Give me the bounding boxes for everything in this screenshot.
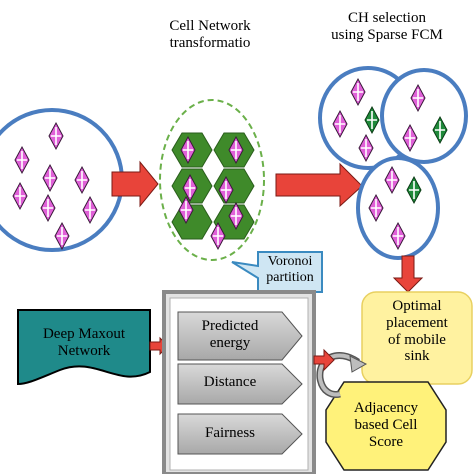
fairness-label: Fairness [205,425,255,441]
optimal-placement-label: Optimal placement of mobile sink [366,298,468,365]
optimal-label-line4: sink [404,348,430,365]
deep-maxout-label-line1: Deep Maxout [42,326,126,342]
cell-network-label: Cell Network transformatio [140,18,280,52]
distance-label: Distance [203,374,257,390]
voronoi-callout [231,251,323,293]
adjacency-label-line2: based Cell [354,416,418,433]
predicted-energy-label: Predicted energy [178,318,282,352]
predicted-energy-label-line2: energy [209,334,251,351]
arrow-to-adjacency [313,348,335,372]
ch-selection-label: CH selection using Sparse FCM [302,10,472,44]
voronoi-label-line2: partition [266,269,314,285]
voronoi-label-line1: Voronoi [267,254,313,269]
ch-selection-label-line2: using Sparse FCM [331,26,443,43]
sensor-network-cluster [0,108,124,252]
cell-network-label-line2: transformatio [169,34,251,51]
curved-return-arrow-icon [316,351,368,398]
optimal-label-line1: Optimal [392,298,442,314]
arrow-to-cell-network [111,160,159,208]
predicted-energy-label-line1: Predicted [201,318,259,334]
deep-maxout-label-line2: Network [57,342,111,359]
score-factors-panel [162,290,316,474]
ch-selection-label-line1: CH selection [348,10,426,26]
adjacency-score-octagon [325,381,447,471]
arrow-down-to-optimal [392,255,424,293]
optimal-label-line3: of mobile [388,331,446,348]
optimal-label-line2: placement [386,314,448,331]
cell-network-label-line1: Cell Network [169,18,251,34]
ch-selection-clusters [318,66,468,260]
adjacency-label-line3: Score [368,433,404,450]
deep-maxout-panel [17,309,151,386]
adjacency-label-line1: Adjacency [353,400,419,416]
arrow-to-ch-selection [275,162,363,208]
cell-network-cluster [159,99,265,261]
voronoi-label: Voronoi partition [258,254,322,285]
adjacency-label: Adjacency based Cell Score [332,400,440,450]
deep-maxout-label: Deep Maxout Network [22,326,146,360]
